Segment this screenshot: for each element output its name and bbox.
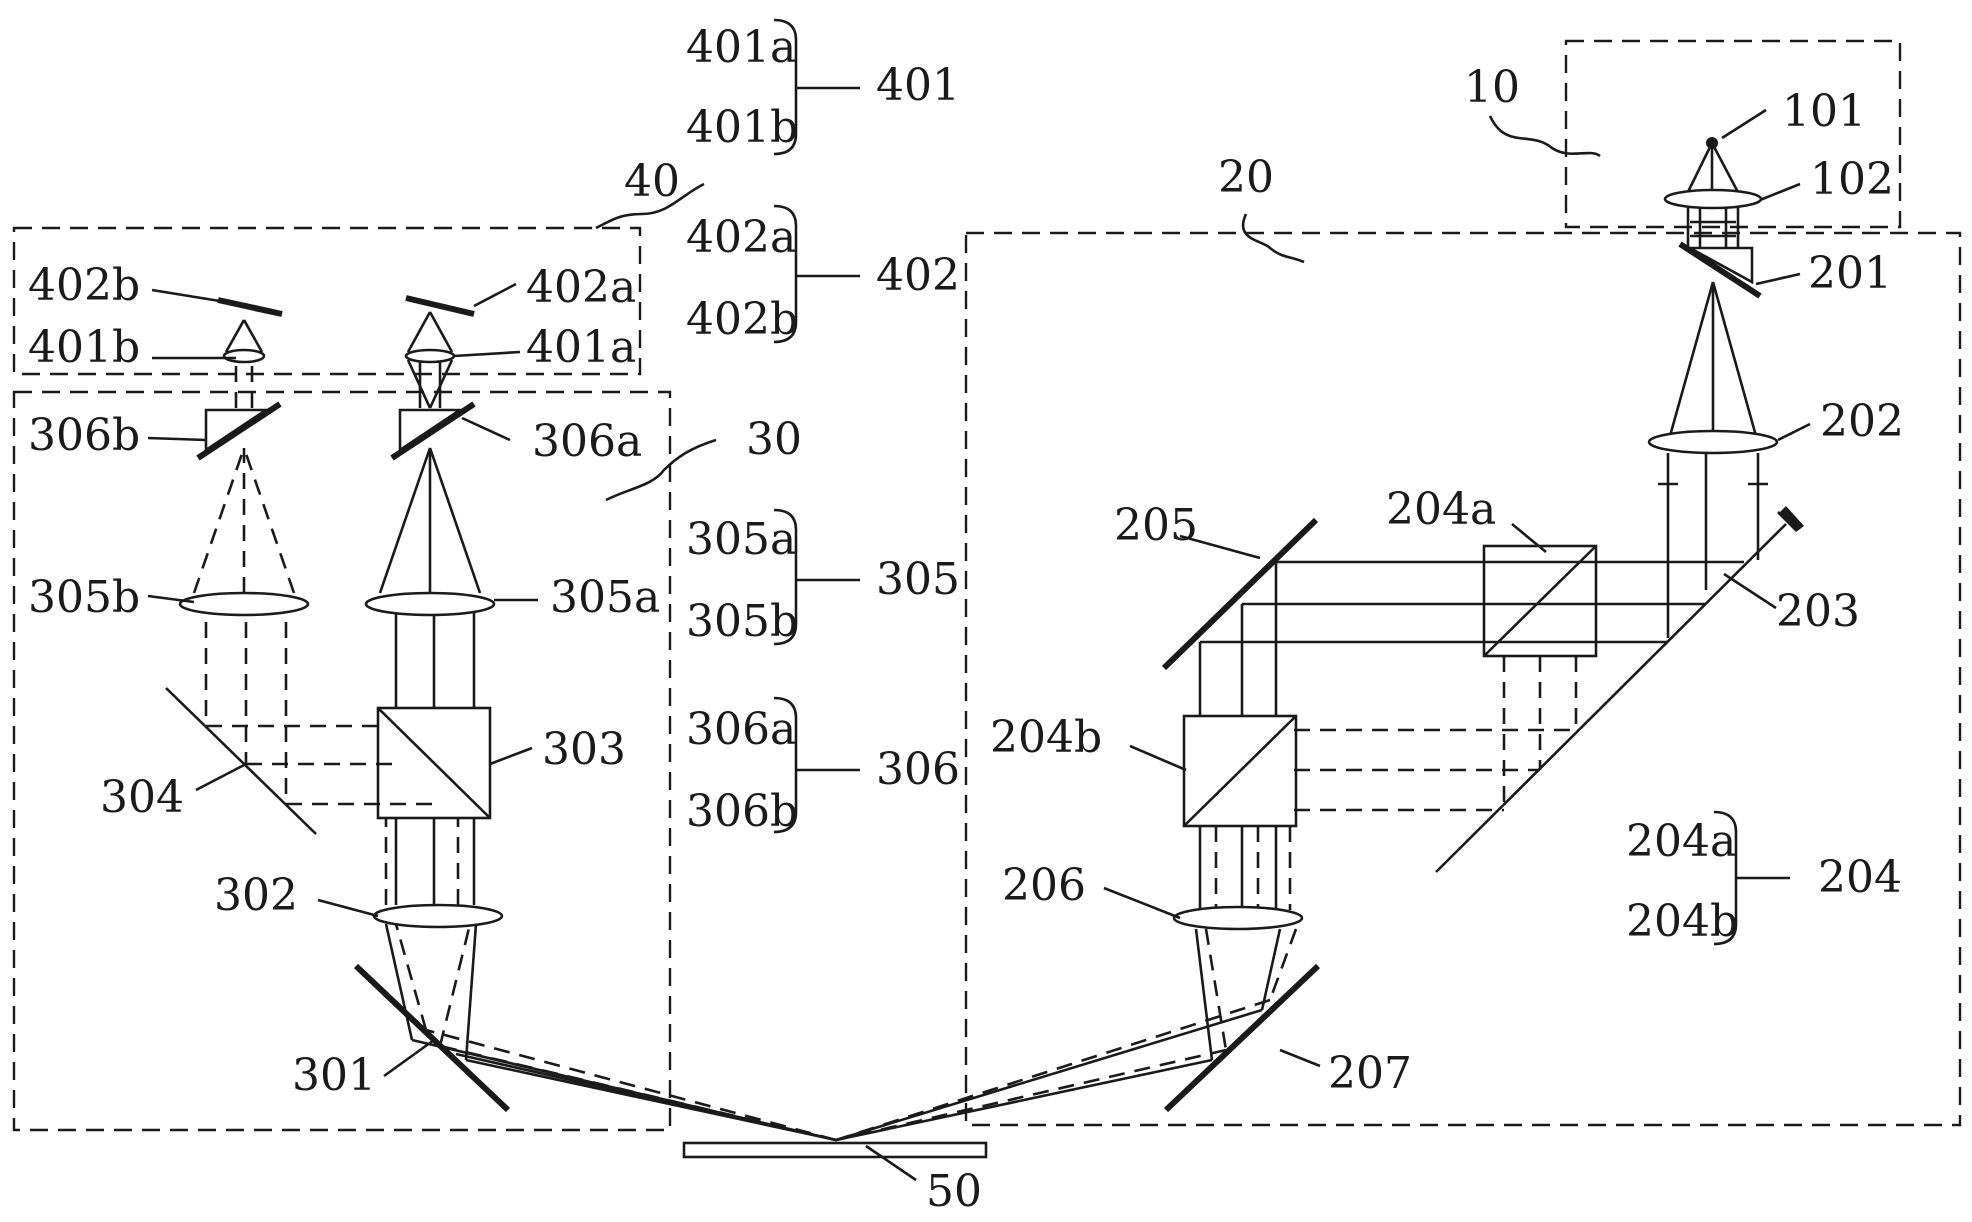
legend-204: 204 [1818, 852, 1902, 903]
legend-402a: 402a [686, 212, 796, 263]
label-101: 101 [1782, 86, 1866, 137]
label-302: 302 [214, 870, 298, 921]
lens-305a [364, 591, 496, 617]
mirror-207 [1163, 963, 1321, 1113]
label-50: 50 [926, 1166, 982, 1217]
beam-204b-206 [1198, 826, 1292, 910]
label-20: 20 [1218, 152, 1274, 203]
beam-207-sample [835, 998, 1271, 1142]
label-102: 102 [1810, 154, 1894, 205]
label-303: 303 [542, 724, 626, 775]
detector-402b [217, 297, 283, 317]
label-204b: 204b [990, 712, 1102, 763]
mirror-203 [1435, 523, 1787, 873]
light-source-101 [1684, 137, 1742, 197]
label-301: 301 [292, 1050, 376, 1101]
beam-303-305a [394, 598, 476, 708]
legend-402b: 402b [686, 294, 798, 345]
legend-305b: 305b [686, 596, 798, 647]
label-204a: 204a [1386, 484, 1496, 535]
beamsplitter-303 [376, 706, 492, 820]
legend-305a: 305a [686, 514, 796, 565]
legend-401: 401 [876, 60, 960, 111]
beam-301-302 [384, 923, 478, 1061]
beam-sample-301 [411, 1028, 837, 1142]
label-401a: 401a [526, 322, 636, 373]
legend-306: 306 [876, 744, 960, 795]
beam-306b-402b [224, 319, 264, 408]
legend-204b: 204b [1626, 896, 1738, 947]
lens-206 [1172, 905, 1304, 931]
beam-206-207 [1194, 928, 1298, 1061]
label-40: 40 [624, 156, 680, 207]
lens-401a [404, 348, 456, 364]
label-306b: 306b [28, 410, 140, 461]
legend-305: 305 [876, 554, 960, 605]
leader-lines [147, 108, 1811, 1182]
legend-204a: 204a [1626, 816, 1736, 867]
label-305a: 305a [550, 572, 660, 623]
prism-306a [390, 401, 476, 461]
label-305b: 305b [28, 572, 140, 623]
mirror-205 [1161, 517, 1319, 671]
dashed-beam-204a-204b [1294, 656, 1578, 812]
label-206: 206 [1002, 860, 1086, 911]
beamsplitter-204b [1182, 714, 1298, 828]
lens-401b [222, 348, 266, 364]
component-labels: 10 101 102 20 201 202 203 204a 204b 205 … [28, 62, 1904, 1217]
legend-group-305: 305a 305b 305 [686, 508, 960, 647]
label-304: 304 [100, 772, 184, 823]
lens-102 [1663, 188, 1763, 210]
label-402a: 402a [526, 262, 636, 313]
legend-group-306: 306a 306b 306 [686, 696, 960, 837]
label-201: 201 [1808, 248, 1892, 299]
prism-201 [1678, 241, 1762, 299]
legend-group-204: 204a 204b 204 [1626, 810, 1902, 947]
beam-302-303 [384, 818, 476, 905]
label-207: 207 [1328, 1048, 1412, 1099]
legend-306a: 306a [686, 704, 796, 755]
prism-306b [196, 401, 282, 461]
beam-201-202 [1668, 281, 1758, 437]
label-202: 202 [1820, 396, 1904, 447]
label-401b: 401b [28, 322, 140, 373]
legend-402: 402 [876, 250, 960, 301]
module-10-box [1564, 39, 1902, 229]
module-20-box [964, 231, 1962, 1127]
beam-305b-306b [192, 447, 296, 594]
detector-402a [405, 295, 475, 317]
label-10: 10 [1464, 62, 1520, 113]
lens-302 [372, 903, 504, 929]
label-30: 30 [746, 414, 802, 465]
label-203: 203 [1776, 586, 1860, 637]
legend-401a: 401a [686, 22, 796, 73]
dashed-beam-303-304 [204, 596, 440, 806]
label-306a: 306a [532, 416, 642, 467]
collimated-beam-102 [1686, 208, 1740, 248]
beam-202-203 [1658, 453, 1768, 638]
mirror-304 [165, 687, 317, 835]
lens-202 [1647, 429, 1779, 455]
mirror-301 [353, 963, 511, 1113]
legend-306b: 306b [686, 786, 798, 837]
beam-205-206 [1198, 562, 1278, 716]
module-40-box [12, 226, 642, 376]
legend-401b: 401b [686, 102, 798, 153]
beam-305a-306a [378, 447, 482, 594]
sample-50 [682, 1141, 988, 1159]
legend-group-402: 402a 402b 402 [686, 204, 960, 345]
legend-group-401: 401a 401b 401 [686, 18, 960, 156]
label-205: 205 [1114, 500, 1198, 551]
lens-305b [178, 591, 310, 617]
module-30-box [12, 390, 672, 1132]
label-402b: 402b [28, 260, 140, 311]
adjuster-arrow [1777, 506, 1804, 532]
